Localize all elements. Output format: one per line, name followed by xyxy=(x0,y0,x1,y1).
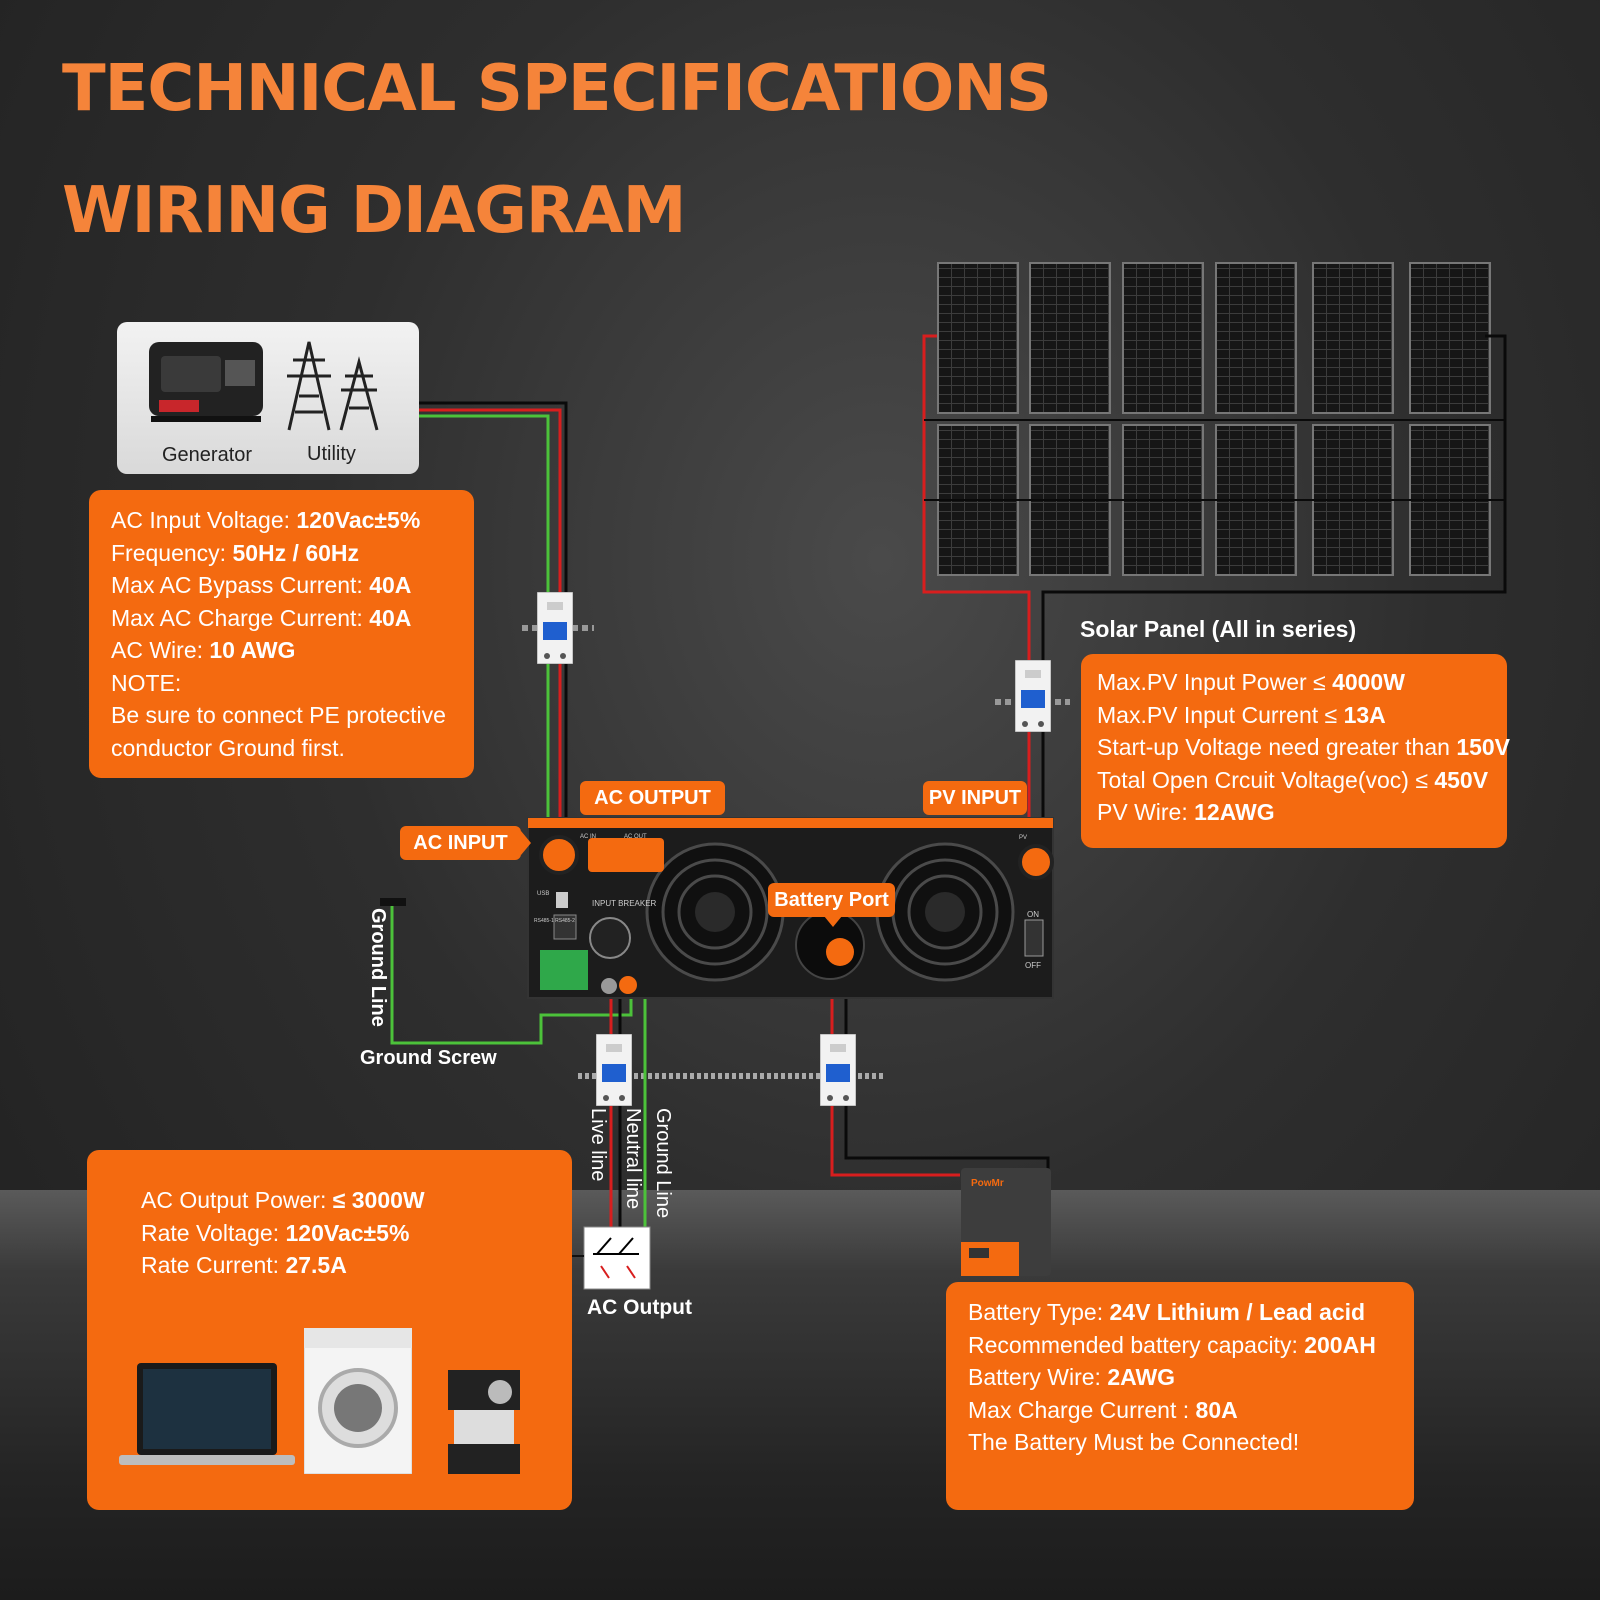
ac-input-arrow-icon xyxy=(521,831,531,855)
ground-screw-icon xyxy=(601,978,617,994)
ac-input-wire-green xyxy=(419,414,550,850)
solar-panel xyxy=(1029,262,1111,414)
spec-line: Frequency: 50Hz / 60Hz xyxy=(111,539,360,566)
port-label-rs485: RS485-1 RS485-2 xyxy=(534,918,575,924)
rs485-port-icon xyxy=(553,914,577,940)
terminal-block xyxy=(540,950,588,990)
spec-line: The Battery Must be Connected! xyxy=(968,1429,1300,1455)
battery-brand: PowMr xyxy=(971,1178,1004,1189)
ground-rod-icon xyxy=(380,898,406,906)
washing-machine-icon xyxy=(304,1328,412,1474)
ground-wire xyxy=(390,906,633,1045)
ground-line-output-label: Ground Line xyxy=(652,1108,674,1219)
coffee-machine-icon xyxy=(448,1370,520,1474)
battery-port-arrow-icon xyxy=(824,916,842,927)
pv-input-tag: PV INPUT xyxy=(923,781,1027,815)
ac-input-tag: AC INPUT xyxy=(400,826,521,860)
ground-line-label: Ground Line xyxy=(367,908,389,1027)
port-label-ac-out: AC OUT xyxy=(624,834,647,840)
ac-output-socket-icon xyxy=(583,1226,651,1290)
pv-spec-box: Max.PV Input Power ≤ 4000W Max.PV Input … xyxy=(1081,654,1511,848)
utility-label: Utility xyxy=(307,443,356,465)
battery-spec-box: Battery Type: 24V Lithium / Lead acid Re… xyxy=(946,1282,1414,1510)
battery-icon: PowMr xyxy=(961,1168,1051,1276)
port-label-input-breaker: INPUT BREAKER xyxy=(592,899,657,908)
solar-panel xyxy=(1122,262,1204,414)
port-label-usb: USB xyxy=(537,891,549,897)
input-breaker-icon xyxy=(589,917,631,959)
ac-input-spec-box: AC Input Voltage: 120Vac±5% Frequency: 5… xyxy=(89,490,474,778)
spec-line: Rate Voltage: 120Vac±5% xyxy=(141,1219,410,1246)
usb-port-icon xyxy=(556,892,568,908)
ac-output-breaker-icon xyxy=(595,1033,633,1111)
generator-icon xyxy=(149,342,263,422)
solar-panel xyxy=(937,262,1019,414)
spec-line: Max AC Bypass Current: 40A xyxy=(111,572,412,598)
ac-output-label: AC Output xyxy=(587,1296,692,1319)
spec-line: conductor Ground first. xyxy=(111,734,345,761)
spec-line: Recommended battery capacity: 200AH xyxy=(968,1331,1376,1358)
spec-line: Start-up Voltage need greater than 150V xyxy=(1097,734,1511,760)
neutral-line-label: Neutral line xyxy=(622,1108,644,1210)
ac-output-tag: AC OUTPUT xyxy=(580,781,725,815)
ac-input-wire-red xyxy=(419,408,562,850)
spec-line: AC Input Voltage: 120Vac±5% xyxy=(111,507,421,533)
title-wiring-diagram: WIRING DIAGRAM xyxy=(62,174,686,248)
pv-input-port xyxy=(1018,844,1054,880)
ac-source-box: Generator Utility xyxy=(117,322,419,474)
switch-label-on: ON xyxy=(1027,910,1039,919)
spec-line: NOTE: xyxy=(111,669,182,696)
ac-output-spec-box: AC Output Power: ≤ 3000W Rate Voltage: 1… xyxy=(87,1150,572,1510)
laptop-icon xyxy=(119,1363,295,1465)
spec-line: Max Charge Current : 80A xyxy=(968,1396,1238,1423)
solar-panel xyxy=(1312,262,1394,414)
spec-line: PV Wire: 12AWG xyxy=(1097,799,1275,825)
live-line-label: Live line xyxy=(587,1108,609,1182)
generator-label: Generator xyxy=(162,444,253,466)
battery-port-dot xyxy=(826,938,854,966)
spec-line: Max.PV Input Power ≤ 4000W xyxy=(1097,669,1405,695)
ac-input-port xyxy=(539,835,579,875)
pv-breaker-icon xyxy=(1014,659,1052,737)
spec-line: AC Wire: 10 AWG xyxy=(111,637,296,663)
port-label-pv: PV xyxy=(1019,835,1027,841)
spec-line: Max AC Charge Current: 40A xyxy=(111,604,412,631)
spec-line: Battery Type: 24V Lithium / Lead acid xyxy=(968,1299,1366,1325)
title-technical-specifications: TECHNICAL SPECIFICATIONS xyxy=(62,52,1052,126)
spec-line: Battery Wire: 2AWG xyxy=(968,1364,1176,1390)
solar-panel-title: Solar Panel (All in series) xyxy=(1080,616,1357,642)
spec-line: Be sure to connect PE protective xyxy=(111,702,446,728)
spec-line: AC Output Power: ≤ 3000W xyxy=(141,1187,425,1213)
spec-line: Max.PV Input Current ≤ 13A xyxy=(1097,701,1386,728)
ground-screw-label: Ground Screw xyxy=(360,1047,497,1069)
ac-input-breaker-icon xyxy=(536,591,574,669)
solar-panel xyxy=(1215,262,1297,414)
solar-panel xyxy=(1409,262,1491,414)
ac-output-port xyxy=(588,838,664,872)
spec-line: Rate Current: 27.5A xyxy=(141,1252,347,1278)
battery-port-tag: Battery Port xyxy=(768,883,895,917)
battery-wire-black xyxy=(844,985,1050,1172)
battery-breaker-icon xyxy=(819,1033,857,1111)
power-switch-icon xyxy=(1024,919,1044,957)
switch-label-off: OFF xyxy=(1025,961,1041,970)
port-label-ac-in: AC IN xyxy=(580,834,596,840)
ac-input-wire-black xyxy=(419,401,568,850)
utility-tower-icon xyxy=(287,341,379,431)
spec-line: Total Open Crcuit Voltage(voc) ≤ 450V xyxy=(1097,766,1489,793)
ground-port-dot xyxy=(619,976,637,994)
